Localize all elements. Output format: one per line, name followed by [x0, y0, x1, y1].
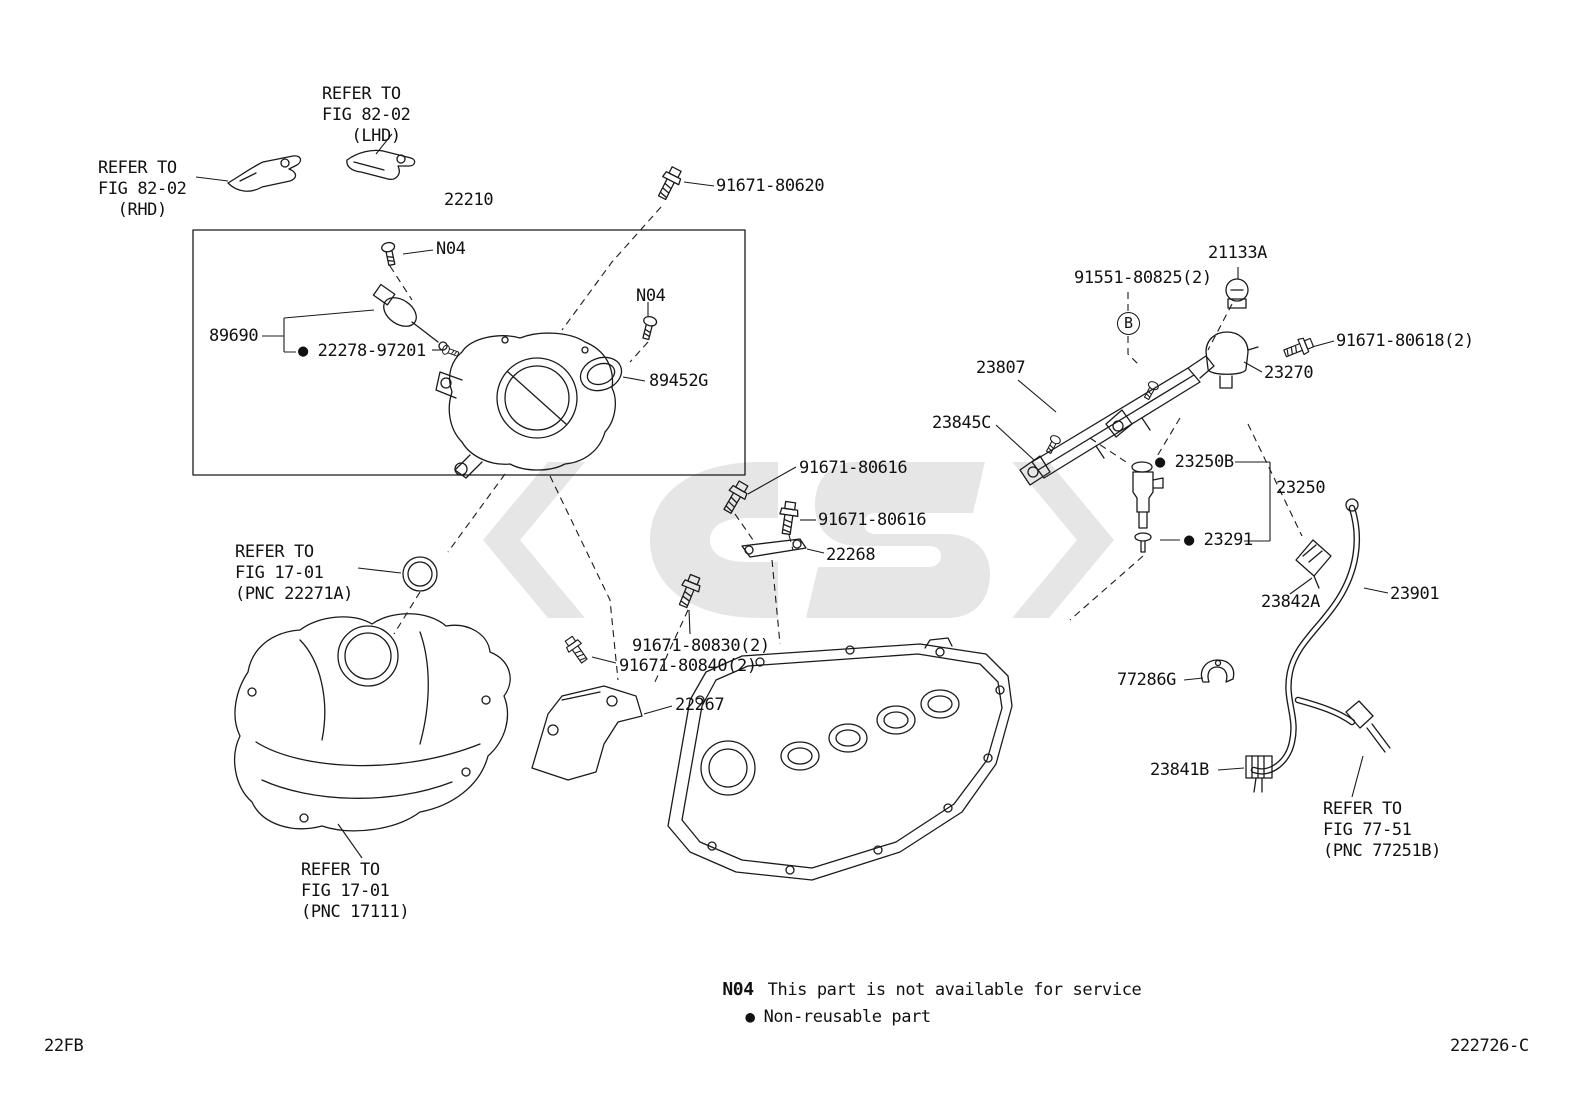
leader-lines	[195, 133, 1389, 859]
callout-22267: 22267	[675, 695, 725, 715]
callout-view-b: B	[1117, 312, 1140, 335]
legend-n04-symbol: N04	[722, 979, 754, 1000]
bracket-rhd	[227, 155, 302, 192]
callout-n04-throttle: N04	[436, 239, 466, 259]
legend-n04-text: This part is not available for service	[767, 980, 1142, 1000]
callout-21133a: 21133A	[1208, 243, 1268, 263]
callout-refer-fig82-lhd: REFER TO FIG 82-02 (LHD)	[322, 84, 411, 146]
pulsation-damper	[1225, 278, 1249, 309]
pressure-regulator	[1205, 331, 1259, 389]
callout-23270: 23270	[1264, 363, 1314, 383]
callout-refer-fig77: REFER TO FIG 77-51 (PNC 77251B)	[1323, 799, 1442, 861]
callout-23250: 23250	[1276, 478, 1326, 498]
intake-manifold	[234, 613, 511, 832]
hose-clamp-23842a	[1295, 539, 1332, 589]
callout-91671-80830: 91671-80830(2)	[632, 636, 770, 656]
callout-23901: 23901	[1390, 584, 1440, 604]
callout-91671-80616-lower: 91671-80616	[818, 510, 927, 530]
callout-89452g: 89452G	[649, 371, 709, 391]
callout-23845c: 23845C	[932, 413, 992, 433]
callout-refer-fig17-manifold: REFER TO FIG 17-01 (PNC 17111)	[301, 860, 410, 922]
callout-77286g: 77286G	[1117, 670, 1177, 690]
assembly-dashed-lines	[389, 206, 1303, 685]
bolt-91671-80840-icon	[561, 633, 592, 666]
hose-connector-23841b	[1245, 755, 1273, 793]
throttle-position-sensor	[372, 283, 448, 351]
callout-89690: 89690	[209, 326, 259, 346]
callout-22278-97201: ● 22278-97201	[298, 341, 426, 361]
callout-refer-fig82-rhd: REFER TO FIG 82-02 (RHD)	[98, 158, 187, 220]
throttle-link-22268	[741, 538, 807, 558]
fuel-injector	[1131, 461, 1164, 553]
fuel-hose	[1250, 498, 1391, 775]
screw-22278-97201-icon	[440, 343, 461, 360]
bolt-91671-80620-icon	[653, 164, 686, 203]
legend-nonreusable-line: ● Non-reusable part	[706, 985, 931, 1049]
legend-n04-line: N04 This part is not available for servic…	[683, 958, 1141, 1022]
watermark	[483, 462, 1114, 618]
throttle-assembly-box	[192, 229, 746, 476]
callout-91671-80840: 91671-80840(2)	[619, 656, 757, 676]
callout-23291: ● 23291	[1184, 530, 1253, 550]
callout-23807: 23807	[976, 358, 1026, 378]
callout-22268: 22268	[826, 545, 876, 565]
bolt-91671-80618-icon	[1281, 334, 1316, 362]
manifold-oring	[402, 556, 438, 592]
callout-91671-80618: 91671-80618(2)	[1336, 331, 1474, 351]
callout-91551-80825: 91551-80825(2)	[1074, 268, 1212, 288]
throttle-gasket	[579, 356, 623, 392]
callout-22210: 22210	[444, 190, 494, 210]
fuel-rail	[1019, 355, 1215, 486]
page-code-left: 22FB	[44, 1036, 84, 1056]
throttle-body	[435, 332, 616, 479]
screw-n04-throttle-icon	[380, 240, 399, 267]
hose-clamp-77286g	[1200, 659, 1235, 683]
callout-n04-gasket: N04	[636, 286, 666, 306]
callout-91671-80616-upper: 91671-80616	[799, 458, 908, 478]
manifold-stay-22267	[531, 685, 643, 781]
bolt-91671-80616-lower-icon	[776, 500, 801, 536]
callout-23842a: 23842A	[1261, 592, 1321, 612]
callout-91671-80620: 91671-80620	[716, 176, 825, 196]
legend-nonreusable-text: Non-reusable part	[763, 1007, 932, 1027]
nonreusable-dot-icon: ●	[745, 1007, 755, 1026]
callout-23841b: 23841B	[1150, 760, 1210, 780]
callout-23250b: ● 23250B	[1155, 452, 1234, 472]
cylinder-head-cover	[667, 637, 1013, 881]
screw-n04-gasket-icon	[638, 314, 659, 341]
callout-refer-fig17-oring: REFER TO FIG 17-01 (PNC 22271A)	[235, 542, 354, 604]
bracket-lhd	[346, 149, 416, 180]
bolt-91551-80825-a-icon	[1043, 433, 1063, 456]
page-code-right: 222726-C	[1450, 1036, 1529, 1056]
